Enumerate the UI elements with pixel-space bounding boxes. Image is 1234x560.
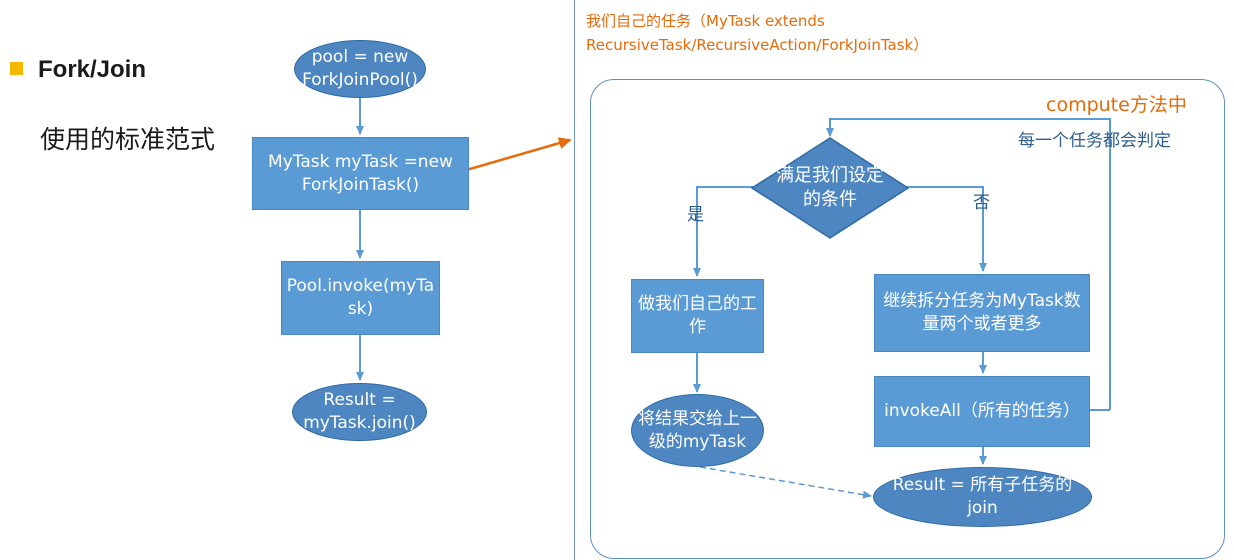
- no-label: 否: [973, 193, 990, 213]
- result-node: Result = myTask.join(): [292, 383, 427, 441]
- arrow-task-to-detail: [455, 137, 572, 175]
- return-up-node: 将结果交给上一级的myTask: [631, 394, 764, 467]
- arrow-no-branch: [906, 186, 987, 272]
- dashed-arrow-return-to-result: [699, 466, 872, 499]
- header-line-2: RecursiveTask/RecursiveAction/ForkJoinTa…: [586, 36, 929, 54]
- page-subtitle: 使用的标准范式: [40, 125, 216, 154]
- invoke-node: Pool.invoke(myTask): [281, 261, 440, 335]
- yes-label: 是: [687, 205, 704, 225]
- compute-label: compute方法中: [1046, 94, 1187, 116]
- split-node: 继续拆分任务为MyTask数量两个或者更多: [874, 274, 1090, 352]
- arrow-loop-into-diamond: [826, 118, 1111, 410]
- bullet-square-icon: [10, 62, 23, 75]
- join-result-node: Result = 所有子任务的join: [873, 467, 1092, 527]
- pool-node: pool = new ForkJoinPool(): [294, 40, 426, 98]
- arrow-yes-branch: [693, 186, 755, 277]
- invokeall-node: invokeAll（所有的任务）: [874, 376, 1090, 447]
- compute-panel: [590, 79, 1225, 559]
- task-node: MyTask myTask =new ForkJoinTask(): [252, 137, 469, 210]
- header-line-1: 我们自己的任务（MyTask extends: [586, 12, 825, 30]
- divider-line: [574, 0, 575, 560]
- do-work-node: 做我们自己的工作: [631, 279, 764, 353]
- check-label: 每一个任务都会判定: [1018, 131, 1171, 151]
- condition-text: 满足我们设定的条件: [776, 165, 884, 210]
- condition-diamond: [750, 137, 910, 239]
- page-title: Fork/Join: [38, 56, 147, 83]
